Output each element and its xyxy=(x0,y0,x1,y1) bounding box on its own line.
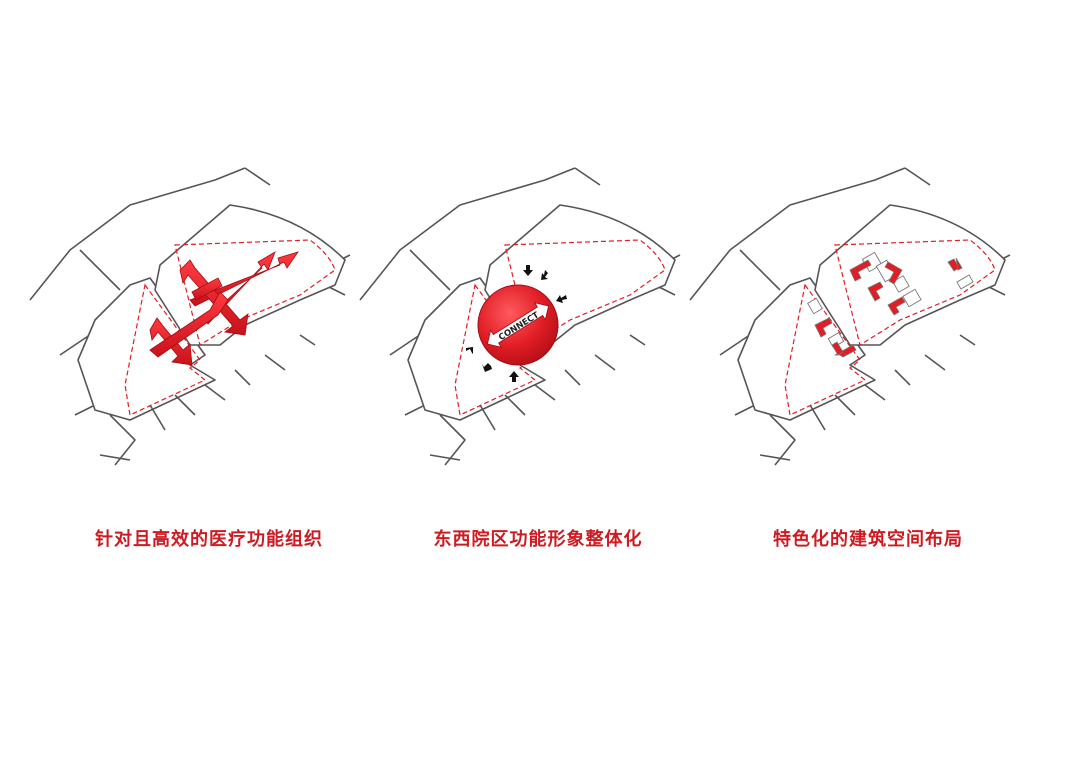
caption-functional-organization: 针对且高效的医疗功能组织 xyxy=(95,529,323,550)
panel-functional-organization xyxy=(29,167,351,466)
double-arrow-icon xyxy=(149,251,299,366)
building-footprints xyxy=(807,251,974,358)
inward-arrow-icon xyxy=(466,265,567,382)
connect-circle-icon: CONNECT xyxy=(477,284,559,366)
caption-building-layout: 特色化的建筑空间布局 xyxy=(773,529,963,550)
panel-connect: CONNECT xyxy=(359,167,681,466)
caption-integrated-image: 东西院区功能形象整体化 xyxy=(433,529,643,550)
panel-building-layout xyxy=(689,167,1011,466)
